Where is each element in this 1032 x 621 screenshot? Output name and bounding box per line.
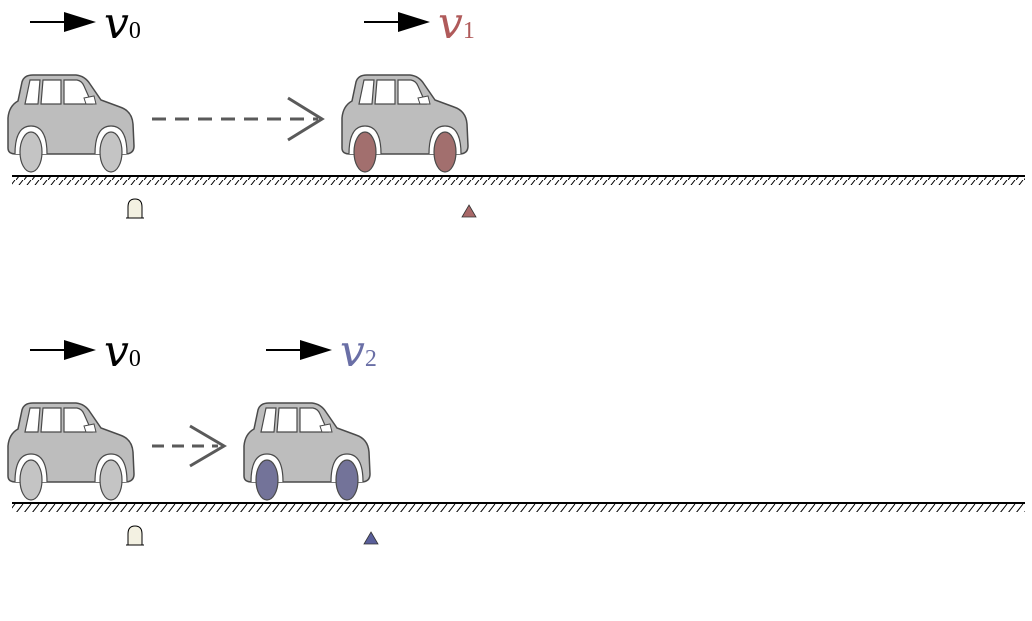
car-final-bottom	[243, 402, 371, 501]
ground-bottom	[12, 502, 1025, 512]
ground-top	[12, 175, 1025, 185]
car-wheel-braked	[255, 459, 279, 501]
velocity-v2-bottom: v2	[266, 326, 377, 377]
velocity-v0-top: v0	[30, 0, 141, 49]
car-window	[260, 407, 277, 433]
svg-text:v2: v2	[340, 326, 377, 377]
velocity-subscript: 1	[463, 18, 475, 44]
car-initial-top	[7, 74, 135, 173]
car-wheel-braked	[353, 131, 377, 173]
velocity-arrow-head	[398, 12, 430, 32]
svg-text:v1: v1	[438, 0, 475, 49]
car-window	[276, 407, 298, 433]
car-window	[40, 79, 62, 105]
car-window	[24, 407, 41, 433]
car-wheel	[19, 459, 43, 501]
stop-marker-top	[461, 204, 477, 218]
panel-bottom: v0 v2	[7, 326, 1025, 546]
car-window	[374, 79, 396, 105]
car-wheel	[99, 459, 123, 501]
velocity-subscript: 0	[129, 18, 141, 44]
car-mirror	[319, 423, 333, 433]
car-wheel	[99, 131, 123, 173]
car-initial-bottom	[7, 402, 135, 501]
car-mirror	[83, 95, 97, 105]
car-wheel	[19, 131, 43, 173]
velocity-symbol: v	[340, 326, 365, 377]
velocity-arrow-head	[64, 340, 96, 360]
velocity-arrow-head	[64, 12, 96, 32]
car-window	[358, 79, 375, 105]
car-final-top	[341, 74, 469, 173]
bell-marker-top	[126, 198, 144, 219]
velocity-v1-top: v1	[364, 0, 475, 49]
car-window	[24, 79, 41, 105]
car-wheel-braked	[335, 459, 359, 501]
velocity-subscript: 2	[365, 346, 377, 372]
velocity-arrow-head	[300, 340, 332, 360]
velocity-v0-bottom: v0	[30, 326, 141, 377]
velocity-symbol: v	[104, 326, 129, 377]
stop-marker-bottom	[363, 531, 379, 545]
motion-arrow-top	[152, 96, 325, 142]
velocity-subscript: 0	[129, 346, 141, 372]
panel-top: v0 v1	[7, 0, 1025, 219]
bell-marker-bottom	[126, 525, 144, 546]
svg-text:v0: v0	[104, 326, 141, 377]
car-wheel-braked	[433, 131, 457, 173]
motion-arrow-bottom	[152, 424, 227, 468]
car-mirror	[83, 423, 97, 433]
svg-text:v0: v0	[104, 0, 141, 49]
car-window	[40, 407, 62, 433]
car-mirror	[417, 95, 431, 105]
velocity-symbol: v	[104, 0, 129, 49]
velocity-symbol: v	[438, 0, 463, 49]
